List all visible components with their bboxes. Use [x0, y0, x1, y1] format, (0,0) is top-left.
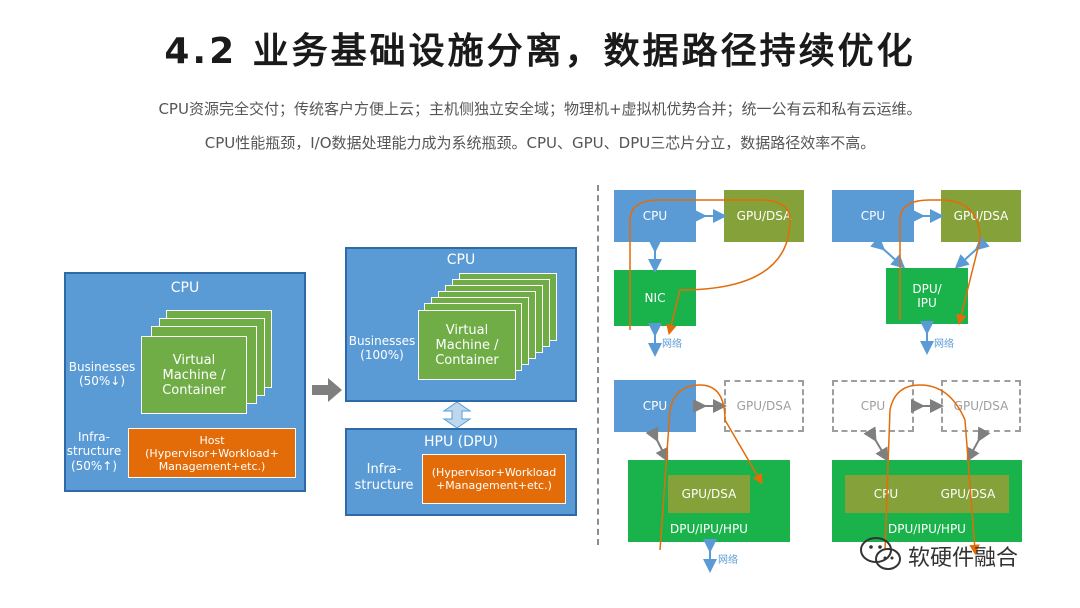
left-host-box: Host (Hypervisor+Workload+ Management+et… — [128, 428, 296, 478]
panelB-gpu-box: GPU/DSA — [941, 190, 1021, 242]
panelA-network-label: 网络 — [662, 339, 682, 350]
subtitle-line-1: CPU资源完全交付；传统客户方便上云；主机侧独立安全域；物理机+虚拟机优势合并；… — [158, 100, 922, 118]
panelB-data-path — [899, 199, 981, 326]
updown-arrow-icon — [442, 402, 472, 428]
divider-line — [597, 185, 599, 545]
panelB-cpu-label: CPU — [860, 209, 886, 223]
mid-cpu-label: CPU — [446, 252, 476, 268]
left-businesses-label: Businesses (50%↓) — [68, 360, 136, 389]
panelC-gpu-inner-box: GPU/DSA — [668, 475, 750, 513]
panelD-hpu-label: DPU/IPU/HPU — [888, 522, 966, 536]
mid-mgmt-box: (Hypervisor+Workload +Management+etc.) — [422, 454, 566, 504]
left-vm-box: Virtual Machine / Container — [141, 336, 247, 414]
panelD-gpu-hpu-link — [966, 426, 991, 463]
panelC-data-path — [659, 384, 763, 551]
panelB-dpu-label: DPU/ IPU — [912, 282, 942, 310]
panelD-cpu-inner-label: CPU — [873, 487, 899, 501]
panelC-network-label: 网络 — [718, 555, 738, 566]
panelB-gpu-label: GPU/DSA — [953, 209, 1009, 223]
panelD-gpu-inner-box: GPU/DSA — [927, 475, 1009, 513]
panelD-cpu-ghost-label: CPU — [860, 399, 886, 413]
panelB-cpu-dpu-link — [870, 236, 906, 269]
panelD-gpu-inner-label: GPU/DSA — [940, 487, 996, 501]
panelC-gpu-ghost-label: GPU/DSA — [736, 399, 792, 413]
mid-hpu-label: HPU (DPU) — [423, 434, 499, 450]
panelA-nic-box: NIC — [614, 270, 696, 326]
panelA-gpu-box: GPU/DSA — [724, 190, 804, 242]
panelC-gpu-inner-label: GPU/DSA — [681, 487, 737, 501]
mid-vm-label: Virtual Machine / Container — [435, 322, 499, 368]
panelD-cpu-hpu-link — [863, 426, 889, 463]
panelC-cpu-hpu-link — [645, 426, 669, 463]
mid-vm-box: Virtual Machine / Container — [418, 310, 516, 380]
wechat-logo-icon — [860, 537, 901, 570]
mid-mgmt-label: (Hypervisor+Workload +Management+etc.) — [431, 466, 557, 492]
mid-infra-label: Infra- structure — [354, 462, 414, 493]
data-path-arrows — [629, 199, 991, 573]
panelA-cpu-label: CPU — [642, 209, 668, 223]
mid-businesses-label: Businesses (100%) — [348, 334, 416, 363]
panelB-gpu-dpu-link — [954, 236, 990, 269]
left-host-label: Host (Hypervisor+Workload+ Management+et… — [145, 433, 279, 473]
panelA-cpu-box: CPU — [614, 190, 696, 242]
panelA-gpu-label: GPU/DSA — [736, 209, 792, 223]
panelD-gpu-ghost-label: GPU/DSA — [953, 399, 1009, 413]
panelA-nic-label: NIC — [644, 291, 666, 305]
subtitle-line-2: CPU性能瓶颈，I/O数据处理能力成为系统瓶颈。CPU、GPU、DPU三芯片分立… — [204, 134, 876, 152]
panelA-data-path — [629, 199, 791, 336]
watermark-text: 软硬件融合 — [908, 546, 1019, 571]
left-vm-label: Virtual Machine / Container — [162, 352, 226, 398]
page-title: 4.2 业务基础设施分离，数据路径持续优化 — [164, 31, 916, 72]
left-infra-label: Infra- structure (50%↑) — [66, 430, 122, 473]
right-arrow-icon — [312, 378, 342, 402]
panelC-cpu-label: CPU — [642, 399, 668, 413]
panelD-data-path — [884, 384, 980, 556]
panelC-hpu-label: DPU/IPU/HPU — [670, 522, 748, 536]
panelB-network-label: 网络 — [934, 339, 954, 350]
left-cpu-label: CPU — [170, 280, 200, 296]
